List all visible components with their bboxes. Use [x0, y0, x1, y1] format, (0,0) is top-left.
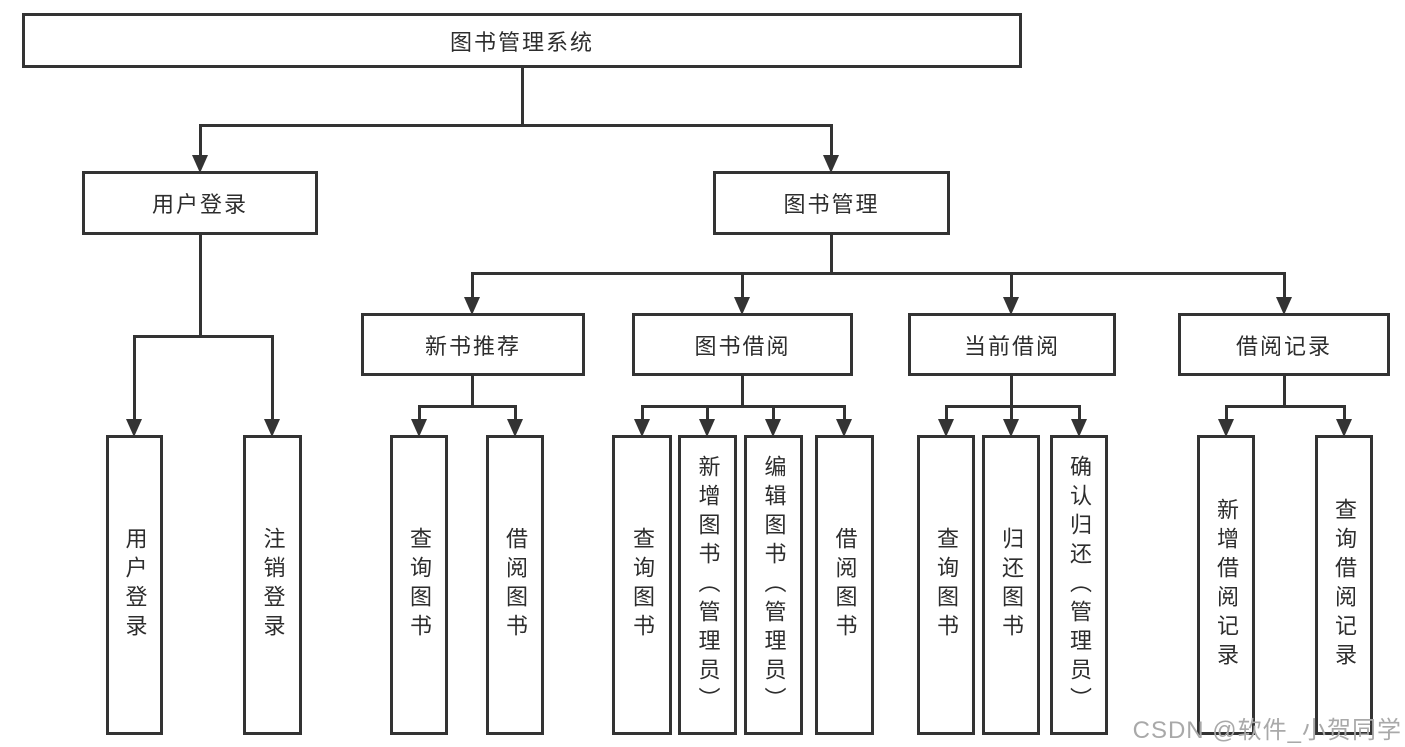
- node-label: 编辑图书（管理员）: [761, 454, 787, 716]
- connector-line: [772, 405, 775, 421]
- node-label: 新增借阅记录: [1214, 498, 1239, 672]
- leaf-borrow-books-recommend: 借阅图书: [486, 435, 544, 735]
- arrow-down-icon: [1276, 297, 1292, 315]
- connector-line: [418, 405, 421, 421]
- arrow-down-icon: [1003, 419, 1019, 437]
- connector-line: [1225, 405, 1228, 421]
- node-label: 用户登录: [151, 192, 248, 217]
- connector-line: [199, 235, 202, 335]
- leaf-query-books-current: 查询图书: [917, 435, 975, 735]
- arrow-down-icon: [411, 419, 427, 437]
- connector-line: [741, 376, 744, 405]
- connector-line: [641, 405, 846, 408]
- node-book-management: 图书管理: [713, 171, 950, 235]
- arrow-down-icon: [126, 419, 142, 437]
- node-book-borrowing: 图书借阅: [632, 313, 853, 376]
- connector-line: [133, 335, 274, 338]
- node-label: 用户登录: [122, 527, 148, 643]
- node-label: 查询图书: [407, 527, 432, 643]
- leaf-confirm-return-admin: 确认归还（管理员）: [1050, 435, 1108, 735]
- connector-line: [641, 405, 644, 421]
- connector-line: [830, 124, 833, 158]
- arrow-down-icon: [765, 419, 781, 437]
- leaf-edit-books-admin: 编辑图书（管理员）: [744, 435, 803, 735]
- node-label: 查询图书: [630, 527, 655, 643]
- connector-line: [945, 405, 948, 421]
- arrow-down-icon: [938, 419, 954, 437]
- connector-line: [521, 68, 524, 124]
- connector-line: [271, 335, 274, 421]
- connector-line: [1078, 405, 1081, 421]
- node-label: 注销登录: [260, 527, 286, 643]
- connector-line: [706, 405, 709, 421]
- node-borrowing-records: 借阅记录: [1178, 313, 1390, 376]
- connector-line: [843, 405, 846, 421]
- connector-line: [945, 405, 1081, 408]
- node-label: 当前借阅: [963, 333, 1060, 359]
- node-library-system: 图书管理系统: [22, 13, 1022, 68]
- node-label: 新书推荐: [424, 333, 521, 359]
- arrow-down-icon: [1071, 419, 1087, 437]
- leaf-query-books-recommend: 查询图书: [390, 435, 448, 735]
- arrow-down-icon: [1336, 419, 1352, 437]
- connector-line: [199, 124, 202, 158]
- arrow-down-icon: [1218, 419, 1234, 437]
- arrow-down-icon: [836, 419, 852, 437]
- leaf-query-borrow-record: 查询借阅记录: [1315, 435, 1373, 735]
- arrow-down-icon: [823, 155, 839, 173]
- node-label: 图书管理系统: [449, 29, 594, 55]
- connector-line: [471, 272, 1286, 275]
- node-label: 借阅图书: [832, 527, 858, 643]
- connector-line: [741, 272, 744, 299]
- node-label: 确认归还（管理员）: [1067, 454, 1092, 716]
- node-label: 归还图书: [999, 527, 1024, 643]
- leaf-query-books-borrow: 查询图书: [612, 435, 672, 735]
- connector-line: [471, 376, 474, 405]
- node-label: 借阅记录: [1235, 333, 1332, 359]
- connector-line: [830, 235, 833, 272]
- arrow-down-icon: [192, 155, 208, 173]
- connector-line: [1010, 376, 1013, 405]
- connector-line: [199, 124, 833, 127]
- leaf-user-login: 用户登录: [106, 435, 163, 735]
- connector-line: [418, 405, 517, 408]
- arrow-down-icon: [634, 419, 650, 437]
- leaf-borrow-books: 借阅图书: [815, 435, 874, 735]
- arrow-down-icon: [264, 419, 280, 437]
- connector-line: [1343, 405, 1346, 421]
- connector-line: [1010, 272, 1013, 299]
- arrow-down-icon: [507, 419, 523, 437]
- leaf-add-books-admin: 新增图书（管理员）: [678, 435, 737, 735]
- connector-line: [133, 335, 136, 421]
- node-label: 查询图书: [934, 527, 959, 643]
- connector-line: [1010, 405, 1013, 421]
- arrow-down-icon: [1003, 297, 1019, 315]
- arrow-down-icon: [734, 297, 750, 315]
- node-label: 借阅图书: [503, 527, 528, 643]
- arrow-down-icon: [464, 297, 480, 315]
- connector-line: [1283, 272, 1286, 299]
- leaf-add-borrow-record: 新增借阅记录: [1197, 435, 1255, 735]
- node-user-login: 用户登录: [82, 171, 318, 235]
- node-label: 图书管理: [783, 192, 880, 217]
- node-label: 查询借阅记录: [1332, 498, 1357, 672]
- node-current-borrowing: 当前借阅: [908, 313, 1116, 376]
- connector-line: [1225, 405, 1346, 408]
- leaf-logout: 注销登录: [243, 435, 302, 735]
- connector-line: [514, 405, 517, 421]
- leaf-return-books: 归还图书: [982, 435, 1040, 735]
- arrow-down-icon: [699, 419, 715, 437]
- node-new-book-recommend: 新书推荐: [361, 313, 585, 376]
- connector-line: [1283, 376, 1286, 405]
- csdn-watermark: CSDN @软件_小贺同学: [1132, 717, 1402, 744]
- connector-line: [471, 272, 474, 299]
- node-label: 图书借阅: [694, 333, 791, 359]
- node-label: 新增图书（管理员）: [695, 454, 721, 716]
